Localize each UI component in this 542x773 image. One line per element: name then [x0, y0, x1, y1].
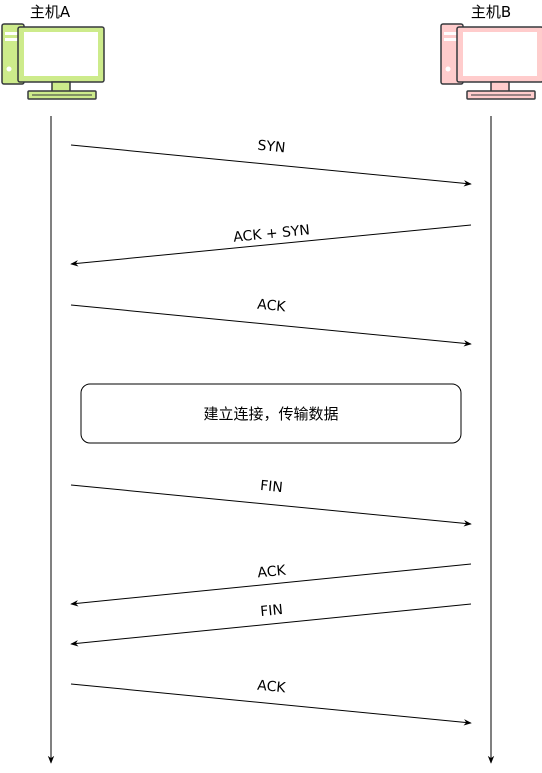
- note-text: 建立连接，传输数据: [203, 405, 338, 423]
- host-a: 主机A: [1, 3, 105, 100]
- message-label: FIN: [260, 602, 284, 620]
- message-arrow: [70, 304, 472, 347]
- message-label: ACK: [257, 678, 288, 697]
- message-label: FIN: [259, 478, 283, 496]
- message-arrow: [70, 144, 472, 187]
- note-box: [80, 383, 462, 444]
- message-ack: ACK: [70, 297, 472, 347]
- message-label: SYN: [257, 138, 286, 157]
- host-a-label: 主机A: [30, 3, 71, 21]
- message-fin: FIN: [70, 478, 472, 527]
- host-b: 主机B: [440, 3, 542, 100]
- message-arrow: [70, 484, 472, 527]
- message-fin-return: FIN: [70, 602, 472, 647]
- data-transfer-note: 建立连接，传输数据: [80, 383, 462, 444]
- message-ack-syn: ACK + SYN: [70, 222, 472, 267]
- host-b-label: 主机B: [471, 3, 511, 21]
- message-arrow: [70, 563, 472, 607]
- message-arrow: [70, 683, 472, 726]
- message-label: ACK: [257, 563, 288, 582]
- message-ack-return: ACK: [70, 563, 472, 607]
- message-arrow: [70, 224, 472, 267]
- message-label: ACK + SYN: [233, 222, 311, 245]
- message-arrow: [70, 603, 472, 647]
- desktop-computer-icon: [1, 23, 105, 100]
- message-final-ack: ACK: [70, 678, 472, 726]
- desktop-computer-icon: [440, 23, 542, 100]
- message-label: ACK: [257, 297, 288, 316]
- message-syn: SYN: [70, 138, 472, 187]
